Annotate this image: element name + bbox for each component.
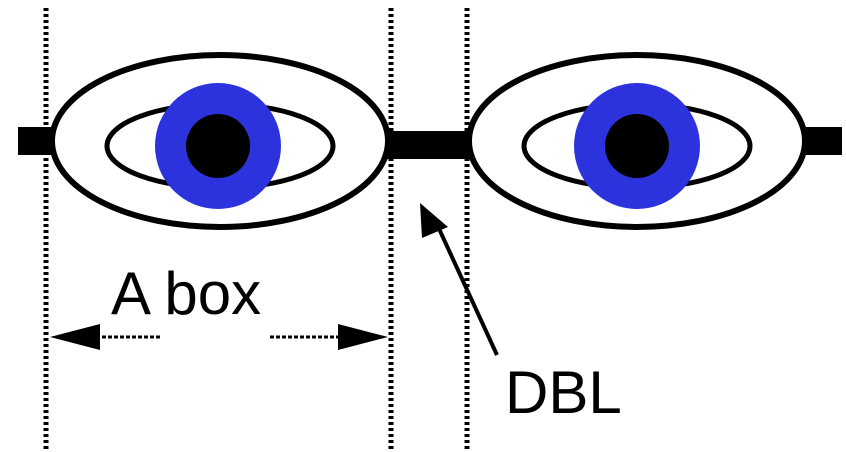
dbl-pointer-arrow [420, 203, 497, 355]
a-box-right-arrow [270, 324, 388, 350]
left-lens [52, 55, 388, 227]
dbl-label: DBL [505, 359, 622, 426]
left-temple [18, 127, 54, 155]
left-pupil [186, 114, 250, 178]
right-pupil [605, 114, 669, 178]
right-lens [469, 55, 805, 227]
bridge [386, 131, 474, 159]
a-box-label: A box [111, 260, 261, 327]
a-box-left-arrow [50, 324, 160, 350]
